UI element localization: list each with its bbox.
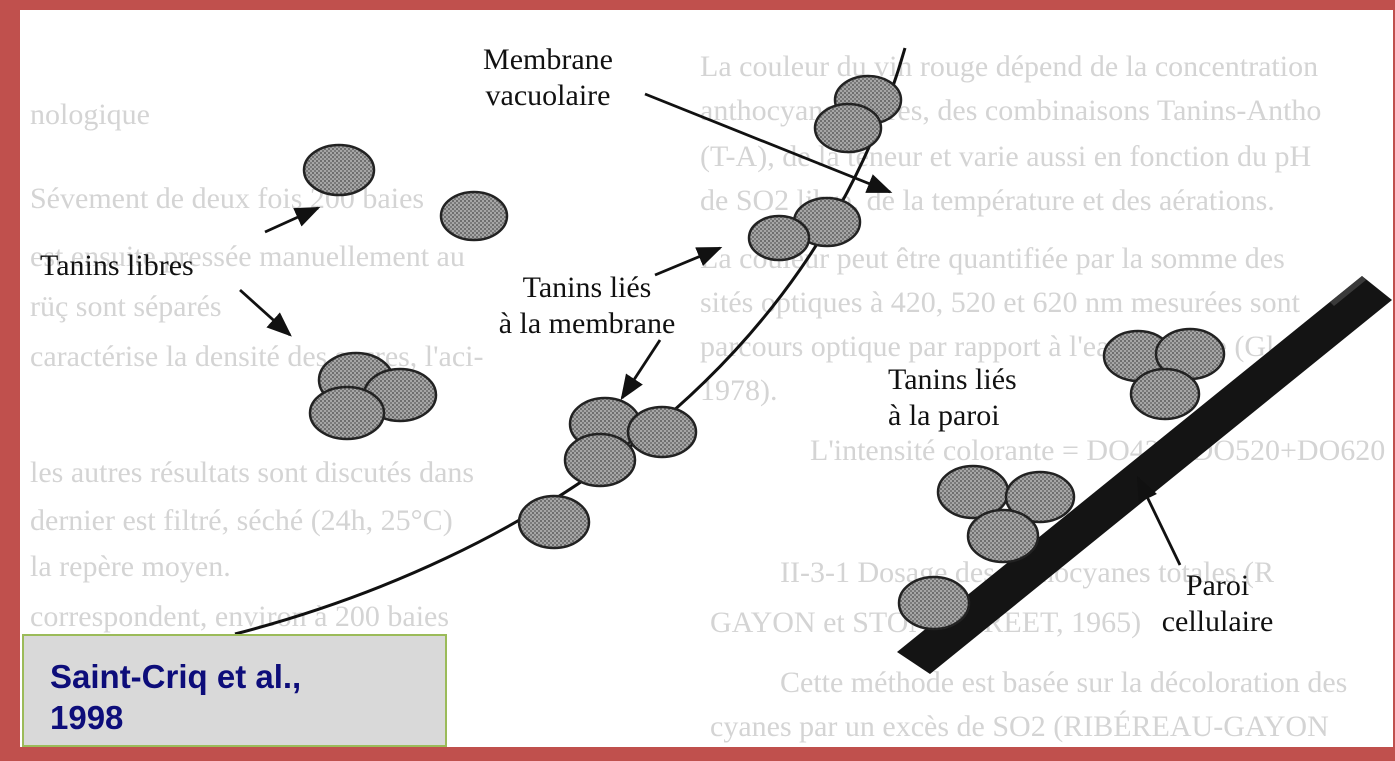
membrane-label-line1: Membrane [458, 42, 638, 78]
tannin-particle [565, 434, 635, 486]
citation-line1: Saint-Criq et al., [50, 656, 445, 697]
wall-bound-label-line2: à la paroi [888, 398, 1017, 434]
membrane-label: Membrane vacuolaire [458, 42, 638, 114]
free-tannins-label: Tanins libres [40, 248, 194, 284]
tannin-particle [1131, 369, 1199, 419]
wall-bound-label: Tanins liés à la paroi [888, 362, 1017, 434]
tannin-particle [304, 145, 374, 195]
citation-line2: 1998 [50, 697, 445, 738]
membrane-bound-label-line2: à la membrane [472, 306, 702, 342]
arrow-free-tannin-bottom [240, 290, 290, 335]
wall-bound-label-line1: Tanins liés [888, 362, 1017, 398]
tannin-particle [899, 577, 969, 629]
tannin-particle [310, 387, 384, 439]
membrane-label-line2: vacuolaire [458, 78, 638, 114]
tannin-particle [628, 407, 696, 457]
membrane-bound-label: Tanins liés à la membrane [472, 270, 702, 342]
tannin-particle [441, 192, 507, 240]
citation-box: Saint-Criq et al., 1998 [22, 634, 447, 747]
arrow-free-tannin-top [265, 208, 318, 232]
tannin-particle [749, 216, 809, 260]
tannin-particle [968, 510, 1038, 562]
arrow-cell-wall [1138, 478, 1180, 565]
membrane-bound-label-line1: Tanins liés [472, 270, 702, 306]
cell-wall-label-line2: cellulaire [1145, 604, 1290, 640]
tannin-particle [519, 496, 589, 548]
tannin-particle [815, 104, 881, 152]
free-tannins-label-text: Tanins libres [40, 248, 194, 284]
cell-wall-label: Paroi cellulaire [1145, 568, 1290, 640]
cell-wall-label-line1: Paroi [1145, 568, 1290, 604]
arrow-membrane-tannin-bottom [622, 340, 660, 398]
